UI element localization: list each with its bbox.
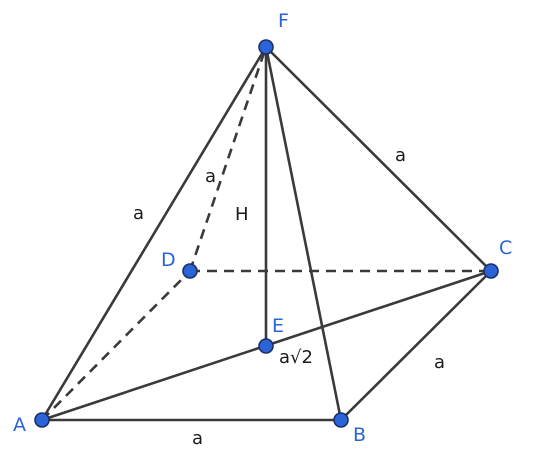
- vertex-C: [483, 263, 499, 279]
- edge-label-FE: H: [235, 204, 249, 225]
- edge-FB: [264, 45, 343, 422]
- vertex-label-E: E: [272, 315, 284, 337]
- edge-FA: [40, 45, 268, 422]
- edge-label-AC: a√2: [279, 347, 313, 368]
- edge-AD: [41, 270, 191, 421]
- edge-label-FA: a: [133, 203, 144, 224]
- edge-label-FC: a: [395, 145, 406, 166]
- edge-label-BC: a: [434, 352, 445, 373]
- edge-DF: [188, 46, 268, 272]
- edge-FC: [264, 45, 493, 273]
- vertex-D: [182, 263, 198, 279]
- vertex-label-A: A: [13, 414, 26, 436]
- vertex-B: [333, 412, 349, 428]
- vertex-E: [258, 338, 274, 354]
- edge-label-FD: a: [205, 166, 216, 187]
- vertex-label-C: C: [499, 237, 512, 259]
- vertex-A: [34, 412, 50, 428]
- vertex-label-D: D: [161, 249, 176, 271]
- vertex-F: [258, 39, 274, 55]
- vertex-label-B: B: [353, 424, 366, 446]
- edge-BC: [339, 269, 493, 422]
- edge-label-AB: a: [192, 428, 203, 449]
- vertex-label-F: F: [278, 10, 289, 32]
